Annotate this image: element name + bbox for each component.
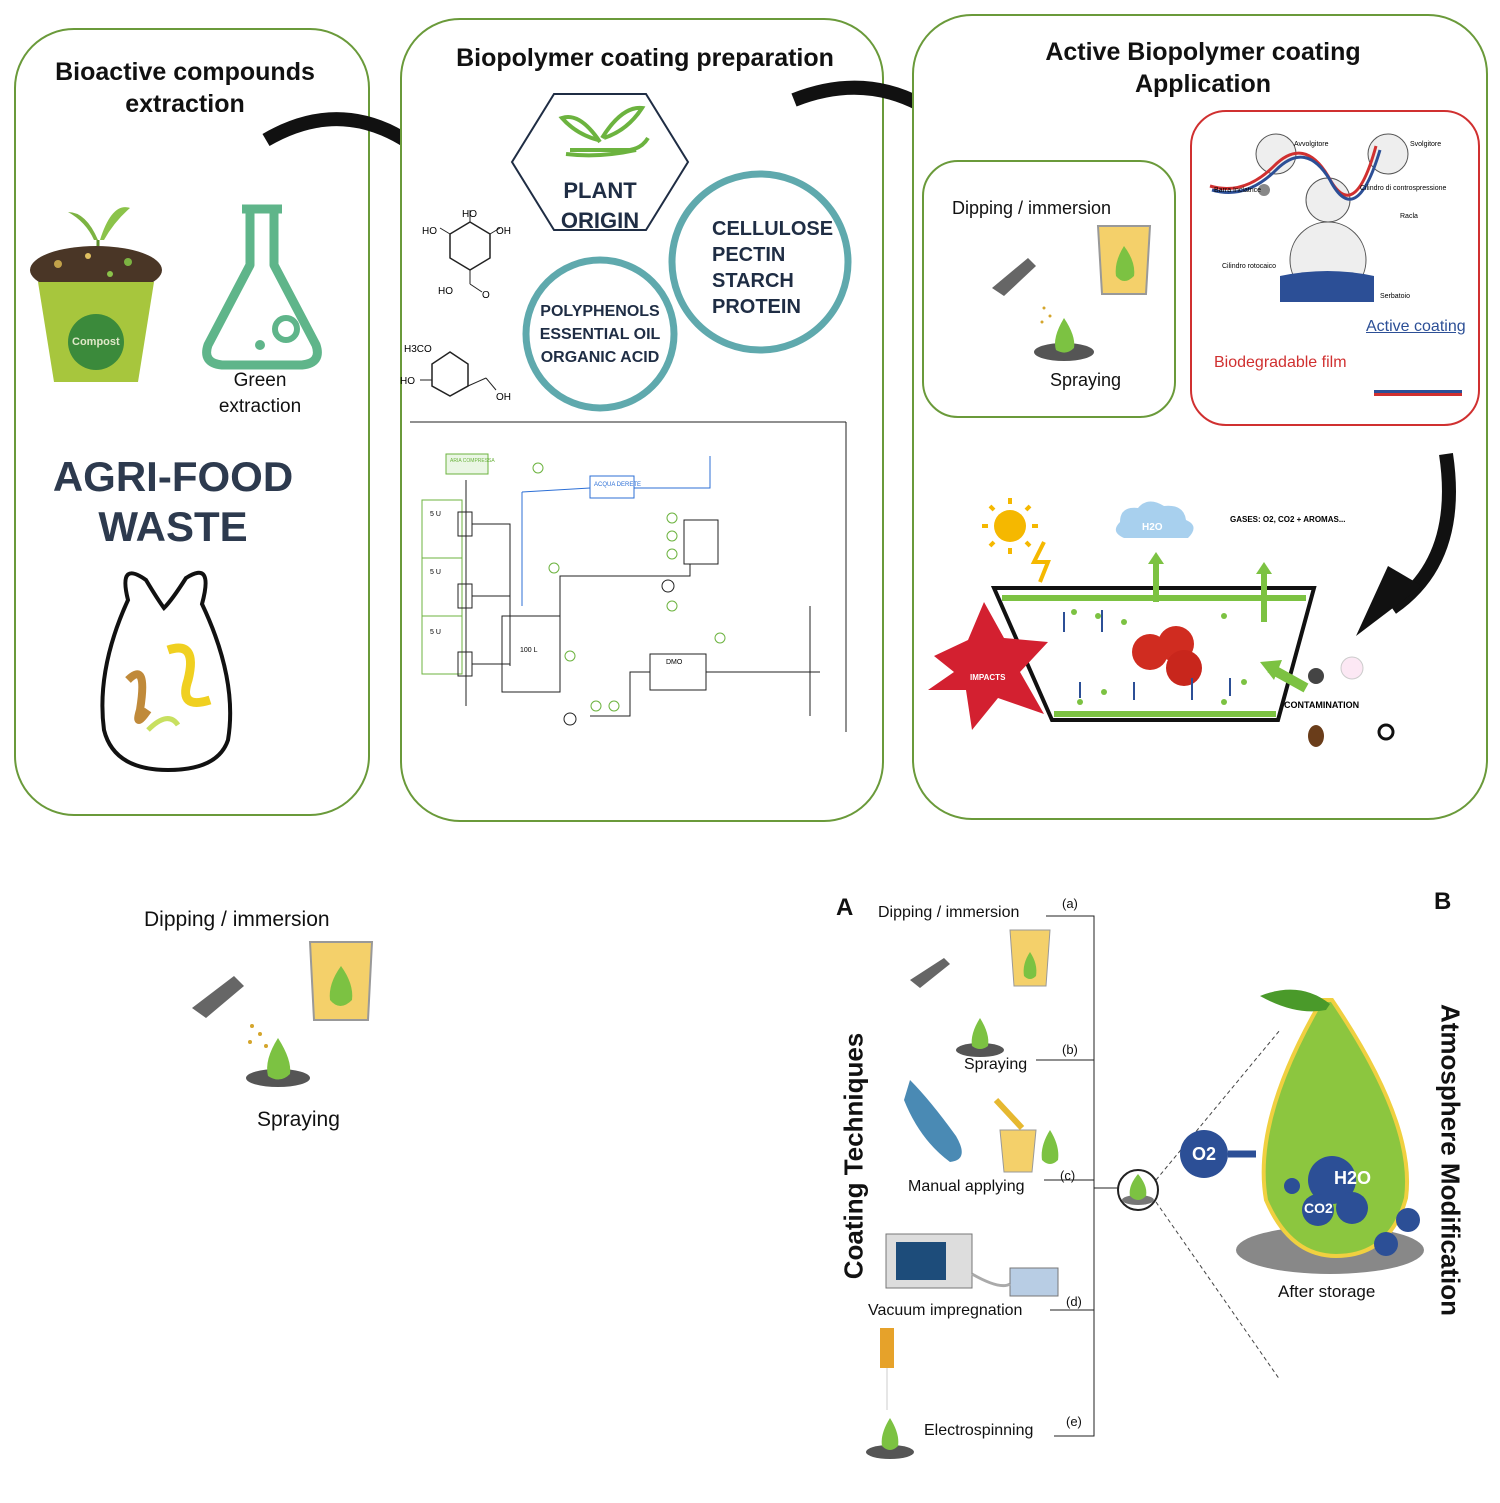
agri-food-waste-label: AGRI-FOOD WASTE [30,452,316,552]
technique-tag-a: (a) [1062,896,1078,911]
figure-label-a: A [836,894,854,921]
spray-gun-icon [992,258,1094,361]
ferulic-acid-structure: H3CO HO OH [400,344,511,403]
panel-preparation-title: Biopolymer coating preparation [456,44,834,72]
after-storage-label: After storage [1278,1282,1376,1301]
biopolymer-item: PROTEIN [712,296,801,318]
beaker-pear-icon-large [308,941,374,1021]
technique-tag-c: (c) [1060,1168,1076,1183]
machine-label: Racla [1400,213,1418,220]
panel-application-title: Active Biopolymer coating Application [960,36,1446,100]
techniques-bracket [866,915,1424,1459]
5u-label: 5 U [430,569,441,576]
machine-label: Svolgitore [1410,141,1441,148]
green-extraction-line-2: extraction [218,396,302,417]
technique-spraying: Spraying [964,1056,1028,1073]
5u-label: 5 U [430,511,441,518]
process-schematic: ARIA COMPRESSA ACQUA DERETE 5 U 5 U 5 U … [410,421,847,732]
bioactive-item: POLYPHENOLS [540,303,660,320]
spray-gun-icon-large [192,976,310,1087]
technique-manual: Manual applying [908,1178,1025,1195]
beaker-pear-icon [1096,225,1152,295]
title-line-1: Bioactive compounds [55,58,315,86]
title-line-2: extraction [125,90,245,118]
spraying-label-large: Spraying [257,1108,340,1131]
panel-extraction-title: Bioactive compounds extraction [20,56,350,120]
chem-label: HO [438,286,453,297]
plant-origin-hexagon [510,93,690,231]
chem-label: OH [496,226,511,237]
waste-line-1: AGRI-FOOD [52,453,294,500]
figure-label-b: B [1434,888,1452,915]
chem-label: HO [400,376,415,387]
acqua-label: ACQUA DERETE [594,482,641,488]
plant-origin-line-1: PLANT [563,178,637,203]
machine-label: Serbatoio [1380,293,1410,300]
machine-label: Cilindro di controspressione [1360,185,1446,192]
biopolymer-item: CELLULOSE [712,218,834,240]
title-line-2: Application [1134,70,1272,98]
compost-label: Compost [72,336,120,348]
contamination-label: CONTAMINATION [1284,700,1359,710]
machine-label: Cilindro rotocaico [1222,263,1276,270]
co2-bubble-label: CO2 [1304,1200,1333,1216]
flow-arrow-3 [1356,452,1456,636]
technique-tag-b: (b) [1062,1042,1078,1057]
technique-tag-d: (d) [1066,1294,1082,1309]
machine-label: Barra Inclatrice [1214,187,1261,194]
waste-bag-icon [100,570,233,773]
chem-label: HO [462,209,477,220]
biopolymer-item: PECTIN [712,244,786,266]
packaging-scene: H2O GASES: O2, CO2 + AROMAS... IMPACTS C… [928,498,1395,747]
coating-machine-diagram: Avvolgitore Svolgitore Barra Inclatrice … [1209,133,1446,302]
bioactive-item: ESSENTIAL OIL [539,326,661,343]
compost-pot-icon [30,207,162,382]
bioactive-list: POLYPHENOLS ESSENTIAL OIL ORGANIC ACID [532,300,668,369]
biopolymer-item: STARCH [712,270,794,292]
5u-label: 5 U [430,629,441,636]
plant-origin-line-2: ORIGIN [560,208,640,233]
spraying-label: Spraying [1050,370,1122,390]
tank-label: 100 L [520,647,538,654]
chem-label: H3CO [404,344,432,355]
machine-label: Avvolgitore [1294,141,1329,148]
technique-tag-e: (e) [1066,1414,1082,1429]
chem-label-o: O [482,290,490,301]
gallic-acid-structure: HO HO OH HO O [422,209,511,301]
pump-label: DMO [666,659,683,666]
technique-electrospinning: Electrospinning [924,1422,1034,1439]
bioactive-item: ORGANIC ACID [540,349,660,366]
h2o-cloud-label: H2O [1142,522,1163,533]
waste-line-2: WASTE [98,503,248,550]
active-coating-label: Active coating [1366,318,1466,335]
biopolymer-list: CELLULOSE PECTIN STARCH PROTEIN [712,216,833,320]
gases-label: GASES: O2, CO2 + AROMAS... [1230,515,1346,524]
chem-label: OH [496,392,511,403]
chem-label: HO [422,226,437,237]
biodegradable-film-label: Biodegradable film [1214,354,1347,371]
title-line-1: Active Biopolymer coating [1045,38,1361,66]
green-extraction-label: Green extraction [205,368,315,420]
aria-label: ARIA COMPRESSA [450,458,495,464]
impacts-label: IMPACTS [970,673,1006,682]
green-extraction-line-1: Green [233,370,287,391]
technique-dipping: Dipping / immersion [878,904,1020,921]
flask-icon [202,204,322,370]
dipping-label: Dipping / immersion [952,198,1112,218]
dipping-label-large: Dipping / immersion [144,908,330,931]
technique-vacuum: Vacuum impregnation [868,1302,1023,1319]
o2-bubble-label: O2 [1192,1144,1217,1164]
h2o-bubble-label: H2O [1334,1168,1372,1188]
film-layer-icon [1374,390,1462,396]
plant-origin-label: PLANT ORIGIN [540,176,660,236]
circles-bg [522,170,852,412]
